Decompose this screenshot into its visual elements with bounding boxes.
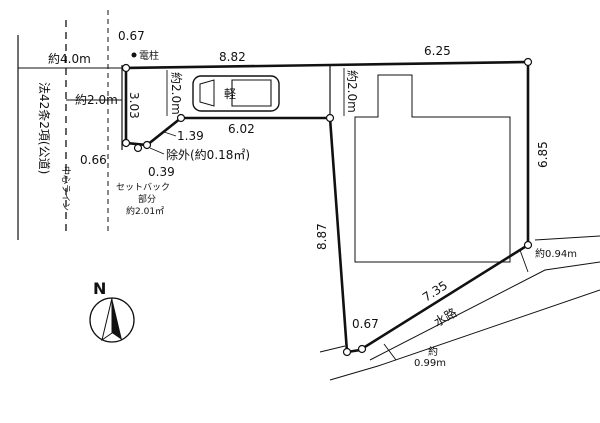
road-width-label: 約4.0m	[48, 51, 91, 66]
corner-marker	[342, 347, 352, 357]
excluded-area-label: 除外(約0.18㎡)	[166, 147, 250, 162]
corner-marker	[523, 57, 533, 67]
excluded-leader	[163, 131, 177, 137]
setback-area: 約2.01㎡	[126, 205, 164, 217]
road-half-label: 約2.0m	[75, 92, 118, 107]
driveway-top-length: 8.82	[219, 50, 246, 64]
excluded-offset: 0.39	[148, 165, 175, 179]
driveway-bottom-length: 6.02	[228, 122, 255, 136]
corner-marker	[142, 140, 152, 150]
corner-markers	[121, 57, 533, 357]
corner-marker	[121, 63, 131, 73]
corner-marker	[357, 344, 367, 354]
lot-left-edge-length: 3.03	[127, 92, 141, 119]
excluded-cut-length: 1.39	[177, 129, 204, 143]
north-label: N	[93, 279, 106, 298]
corner-marker	[121, 138, 131, 148]
road-law-label: 法42条2項(公道)	[37, 82, 51, 174]
waterway-width-dim-right	[519, 249, 529, 273]
setback-offset: 0.66	[80, 153, 107, 167]
corner-marker	[325, 113, 335, 123]
waterway-outer-bank	[329, 289, 600, 381]
waterway-lower-bank	[369, 261, 600, 361]
setback-label-2: 部分	[138, 193, 156, 205]
excluded-leader-2	[149, 147, 165, 155]
lot-right-edge-length: 6.85	[536, 141, 550, 168]
waterway-width-dim-left	[383, 343, 397, 361]
waterway-label: 水路	[431, 305, 459, 330]
north-arrow-icon	[89, 297, 135, 343]
waterway-width-left-1: 約	[428, 345, 438, 358]
corner-marker	[133, 143, 143, 153]
driveway-width-left: 約2.0m	[169, 72, 184, 115]
lot-bottom-diag-length: 7.35	[420, 278, 450, 304]
setback-label-1: セットバック	[116, 182, 170, 193]
pole-offset-label: 0.67	[118, 29, 145, 43]
car-icon	[192, 75, 280, 112]
waterway-left-bank	[319, 345, 346, 353]
waterway-width-left-2: 0.99m	[414, 358, 446, 369]
lot-bottom-short-length: 0.67	[352, 317, 379, 331]
driveway-width-right: 約2.0m	[345, 70, 360, 113]
lot-top-right-length: 6.25	[424, 44, 451, 58]
lot-long-left-length: 8.87	[315, 223, 329, 250]
waterway-upper-bank	[534, 235, 600, 241]
center-line-label: 中心ライン	[60, 166, 72, 211]
car-label: 軽	[224, 87, 236, 101]
utility-pole-icon	[131, 52, 137, 58]
corner-marker	[523, 240, 533, 250]
utility-pole-label: 電柱	[139, 49, 159, 62]
corner-marker	[176, 113, 186, 123]
building-footprint	[354, 74, 511, 263]
waterway-width-right: 約0.94m	[535, 247, 577, 260]
lot-boundary	[124, 60, 530, 354]
